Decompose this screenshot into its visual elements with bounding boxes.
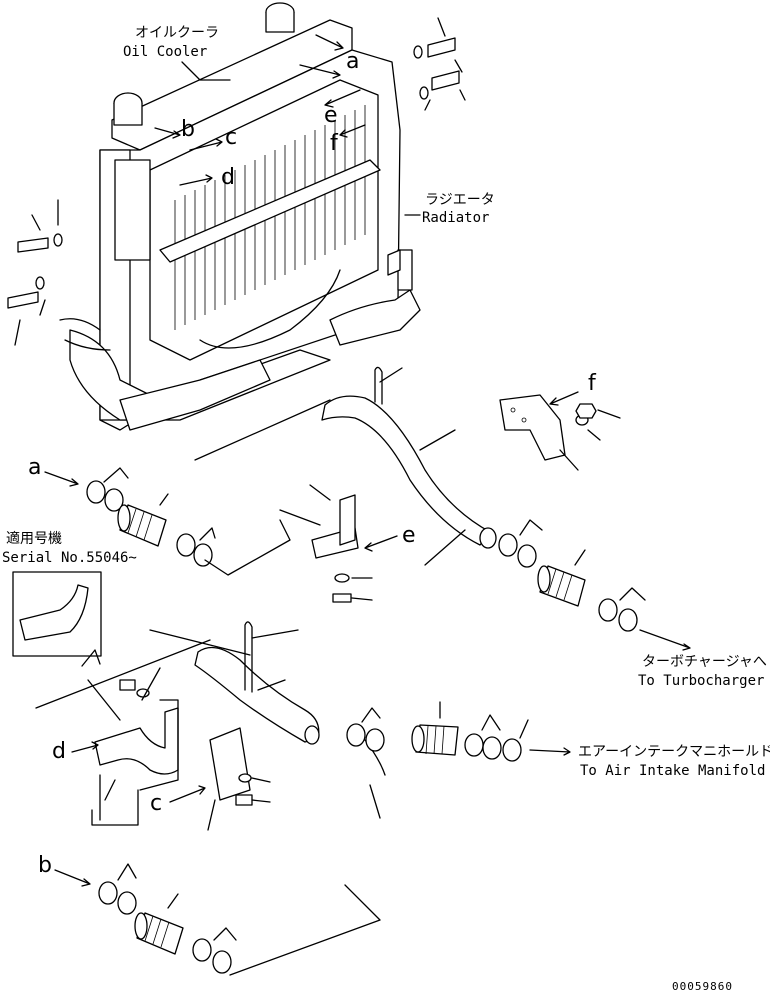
radiator-callout-arrows xyxy=(154,34,366,186)
section-a-hoses: a xyxy=(28,399,331,576)
radiator-assembly xyxy=(7,2,466,431)
callout-a-top: a xyxy=(346,49,359,74)
radiator-side-bolts xyxy=(7,199,63,346)
section-f-bracket: f xyxy=(499,371,621,471)
intake-label-en: To Air Intake Manifold xyxy=(580,763,765,779)
serial-inset xyxy=(12,571,121,721)
callout-a-left: a xyxy=(28,455,41,480)
turbo-pipe: e xyxy=(279,366,497,603)
turbo-side-hoses xyxy=(498,519,691,651)
callout-c-bottom: c xyxy=(150,791,162,816)
turbo-label-en: To Turbocharger xyxy=(638,673,764,689)
callout-b-bottom: b xyxy=(38,853,52,878)
callout-f-bottom: f xyxy=(588,371,597,396)
intake-hoses xyxy=(346,701,571,762)
top-right-bolts xyxy=(413,17,466,111)
radiator-label-en: Radiator xyxy=(422,210,489,226)
turbo-label-jp: ターボチャージャへ xyxy=(642,654,767,670)
section-cd-pipe: c d xyxy=(35,621,386,831)
section-b-hoses: b xyxy=(38,853,381,976)
callout-b-top: b xyxy=(181,117,195,142)
oil-cooler-label-jp: オイルクーラ xyxy=(135,25,219,41)
serial-label-jp: 適用号機 xyxy=(6,530,62,547)
callout-d-bottom: d xyxy=(52,739,66,764)
serial-label-en: Serial No.55046~ xyxy=(2,550,137,566)
callout-e-top: e xyxy=(324,103,338,128)
callout-c-top: c xyxy=(225,125,237,150)
callout-f-top: f xyxy=(330,131,339,156)
intake-label-jp: エアーインテークマニホールドへ xyxy=(578,744,770,760)
callout-e-bottom: e xyxy=(402,523,416,548)
oil-cooler-label-en: Oil Cooler xyxy=(123,44,207,60)
callout-d-top: d xyxy=(221,165,235,190)
radiator-label-jp: ラジエータ xyxy=(425,192,495,208)
drawing-number: 00059860 xyxy=(672,980,733,993)
